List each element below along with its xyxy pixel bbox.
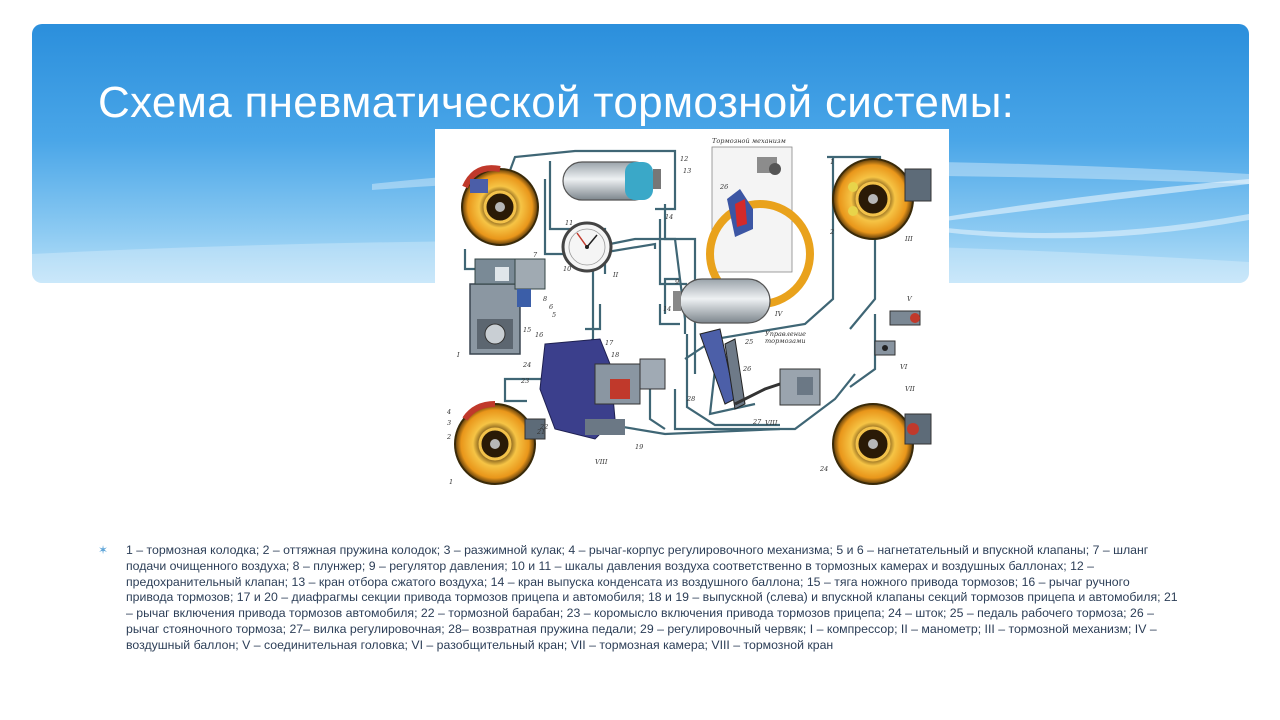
label-control-2: тормозами (765, 337, 806, 345)
label-26: 26 (719, 183, 728, 191)
label-5: 5 (552, 311, 556, 319)
brake-wheel-front-left (461, 165, 539, 246)
label-14b: 14 (663, 305, 671, 313)
label-3: 3 (447, 419, 451, 427)
legend-text: 1 – тормозная колодка; 2 – оттяжная пруж… (126, 543, 1178, 652)
receiver-top (562, 161, 661, 201)
label-24r: 24 (819, 465, 828, 473)
label-23: 23 (520, 377, 529, 385)
label-22: 22 (539, 423, 548, 431)
brake-wheel-rear-right (832, 403, 932, 485)
label-19: 19 (635, 443, 643, 451)
label-4: 4 (446, 408, 451, 416)
compressor-unit (469, 258, 546, 355)
label-28: 28 (686, 395, 695, 403)
label-rVIII-a: VIII (595, 458, 608, 466)
label-16: 16 (535, 331, 543, 339)
label-13: 13 (683, 167, 691, 175)
star-bullet-icon: ✶ (98, 543, 109, 557)
label-2r: 2 (829, 228, 834, 236)
label-rV: V (907, 295, 913, 303)
label-8: 8 (543, 295, 547, 303)
label-control-1: Управление (765, 330, 806, 338)
label-27: 27 (752, 418, 762, 426)
pedal-controls (699, 328, 821, 410)
legend-item: ✶ 1 – тормозная колодка; 2 – оттяжная пр… (98, 543, 1178, 654)
label-2: 2 (446, 433, 451, 441)
label-26b: 26 (742, 365, 751, 373)
label-25: 25 (744, 338, 753, 346)
part-labels: Тормозной механизм Управление тормозами … (446, 137, 915, 486)
label-rVI: VI (900, 363, 908, 371)
label-9: 9 (675, 278, 679, 286)
label-rVIII-b: VIII (765, 419, 778, 427)
label-10: 10 (563, 265, 571, 273)
slide-title: Схема пневматической тормозной системы: (98, 78, 1015, 127)
label-rI: I (456, 351, 460, 359)
label-18: 18 (611, 351, 619, 359)
label-rIII: III (904, 235, 913, 243)
label-rII: II (612, 271, 619, 279)
label-1r: 1 (830, 158, 834, 166)
label-1: 1 (449, 478, 453, 486)
label-inset-title: Тормозной механизм (712, 137, 786, 145)
label-rIV: IV (774, 310, 784, 318)
legend-list: ✶ 1 – тормозная колодка; 2 – оттяжная пр… (98, 543, 1178, 654)
label-6: 6 (549, 303, 553, 311)
label-14a: 14 (665, 213, 673, 221)
air-receiver (673, 278, 771, 324)
label-21: 21 (536, 428, 545, 436)
label-11: 11 (565, 219, 573, 227)
couplings (874, 310, 921, 356)
brake-system-diagram: Тормозной механизм Управление тормозами … (435, 129, 949, 491)
pressure-gauge (561, 221, 613, 273)
brake-wheel-front-right (832, 158, 932, 240)
label-17: 17 (605, 339, 614, 347)
brake-wheel-rear-left (454, 401, 546, 485)
label-7: 7 (533, 251, 538, 259)
label-rVII: VII (905, 385, 915, 393)
brake-valve (539, 338, 666, 440)
label-12: 12 (680, 155, 688, 163)
brake-mechanism-inset (706, 146, 814, 308)
label-15: 15 (523, 326, 531, 334)
label-24: 24 (522, 361, 531, 369)
